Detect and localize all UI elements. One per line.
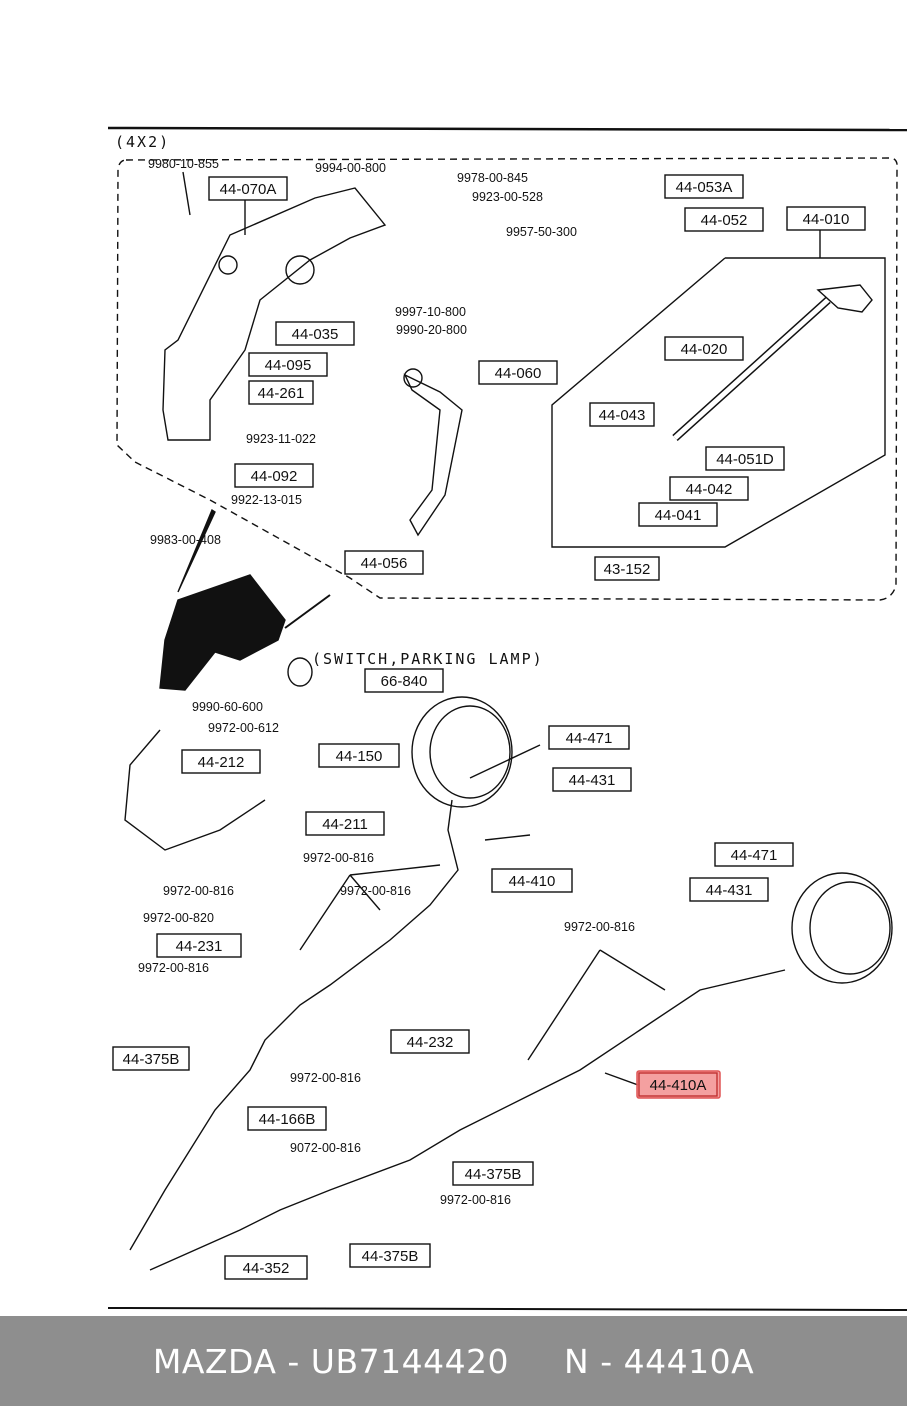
part-number-label: 44-095 [265, 357, 312, 374]
part-label-box [248, 352, 328, 377]
footer-brand: MAZDA - UB7144420 [152, 1341, 510, 1381]
part-number-label: 44-060 [495, 365, 542, 382]
part-label-box [275, 321, 355, 346]
part-label-box [594, 556, 660, 581]
parts-diagram: 44-070A 44-035 44-095 44-261 44-092 44-056 44-… [107, 126, 907, 1311]
part-number-label: 44-471 [566, 730, 613, 747]
part-number-label: 44-232 [407, 1034, 454, 1051]
part-label-box [786, 206, 866, 231]
part-number-label: 44-431 [706, 882, 753, 899]
part-number-label: 44-471 [731, 847, 778, 864]
part-label-box [224, 1255, 308, 1280]
fastener-code: 9923-11-022 [246, 432, 316, 446]
part-number-label: 44-041 [655, 507, 702, 524]
fastener-code: 9972-00-816 [303, 851, 374, 865]
part-number-label: 44-051D [716, 451, 774, 468]
part-label-box [478, 360, 558, 385]
part-number-label: 44-092 [251, 468, 298, 485]
part-number-label: 44-053A [676, 179, 733, 196]
part-label-box [112, 1046, 190, 1071]
fastener-code: 9972-00-816 [340, 884, 411, 898]
part-label-box [247, 1106, 327, 1131]
part-number-label: 44-410A [650, 1077, 707, 1094]
part-number-label: 44-431 [569, 772, 616, 789]
part-label-box [638, 502, 718, 527]
part-label-box [234, 463, 314, 488]
fastener-code: 9972-00-820 [143, 911, 214, 925]
part-number-label: 66-840 [381, 673, 428, 690]
part-number-label: 44-042 [686, 481, 733, 498]
part-label-box [689, 877, 769, 902]
part-label-box [181, 749, 261, 774]
part-label-box [638, 1072, 718, 1097]
part-number-label: 44-375B [465, 1166, 522, 1183]
part-number-label: 44-020 [681, 341, 728, 358]
part-label-box [390, 1029, 470, 1054]
part-label-box [344, 550, 424, 575]
part-number-label: 44-231 [176, 938, 223, 955]
part-label-box [548, 725, 630, 750]
fastener-code: 9990-60-600 [192, 700, 263, 714]
fastener-code: 9972-00-816 [564, 920, 635, 934]
variant-label: (4X2) [115, 133, 170, 151]
part-number-label: 44-211 [322, 816, 368, 833]
part-label-box [364, 668, 444, 693]
part-label-box [669, 476, 749, 501]
switch-note: (SWITCH,PARKING LAMP) [312, 650, 544, 668]
part-number-label: 44-261 [258, 385, 305, 402]
part-label-box [156, 933, 242, 958]
part-number-label: 44-166B [259, 1111, 316, 1128]
part-number-label: 44-352 [243, 1260, 290, 1277]
part-number-label: 44-150 [336, 748, 383, 765]
fastener-code: 9983-00-408 [150, 533, 221, 547]
fastener-code: 9997-10-800 [395, 305, 466, 319]
part-label-box [684, 207, 764, 232]
part-label-box [552, 767, 632, 792]
fastener-code: 9072-00-816 [290, 1141, 361, 1155]
part-label-box [491, 868, 573, 893]
part-label-box [208, 176, 288, 201]
footer-ref: N - 44410A [564, 1341, 755, 1381]
fastener-code: 9972-00-816 [440, 1193, 511, 1207]
fastener-code: 9980-10-855 [148, 157, 219, 171]
part-number-label: 44-212 [198, 754, 245, 771]
fastener-code: 9957-50-300 [506, 225, 577, 239]
fastener-code: 9994-00-800 [315, 161, 386, 175]
part-number-label: 44-056 [361, 555, 408, 572]
part-label-box [452, 1161, 534, 1186]
fastener-code: 9972-00-816 [290, 1071, 361, 1085]
part-label-box [664, 174, 744, 199]
part-number-label: 44-375B [362, 1248, 419, 1265]
fastener-code: 9990-20-800 [396, 323, 467, 337]
part-number-label: 44-375B [123, 1051, 180, 1068]
part-number-label: 44-010 [803, 211, 850, 228]
part-number-label: 43-152 [604, 561, 651, 578]
part-label-box [318, 743, 400, 768]
part-number-label: 44-410 [509, 873, 556, 890]
part-label-box [248, 380, 314, 405]
fastener-code: 9972-00-816 [163, 884, 234, 898]
fastener-code: 9972-00-816 [138, 961, 209, 975]
fastener-code: 9923-00-528 [472, 190, 543, 204]
part-label-box [589, 402, 655, 427]
part-number-label: 44-035 [292, 326, 339, 343]
part-label-box [664, 336, 744, 361]
part-label-box [305, 811, 385, 836]
part-label-box [349, 1243, 431, 1268]
fastener-code: 9972-00-612 [208, 721, 279, 735]
part-label-box [714, 842, 794, 867]
part-number-label: 44-052 [701, 212, 748, 229]
fastener-code: 9922-13-015 [231, 493, 302, 507]
part-number-label: 44-043 [599, 407, 646, 424]
part-number-label: 44-070A [220, 181, 277, 198]
part-label-box [705, 446, 785, 471]
fastener-code: 9978-00-845 [457, 171, 528, 185]
footer-bar: MAZDA - UB7144420 N - 44410A [0, 1316, 907, 1406]
